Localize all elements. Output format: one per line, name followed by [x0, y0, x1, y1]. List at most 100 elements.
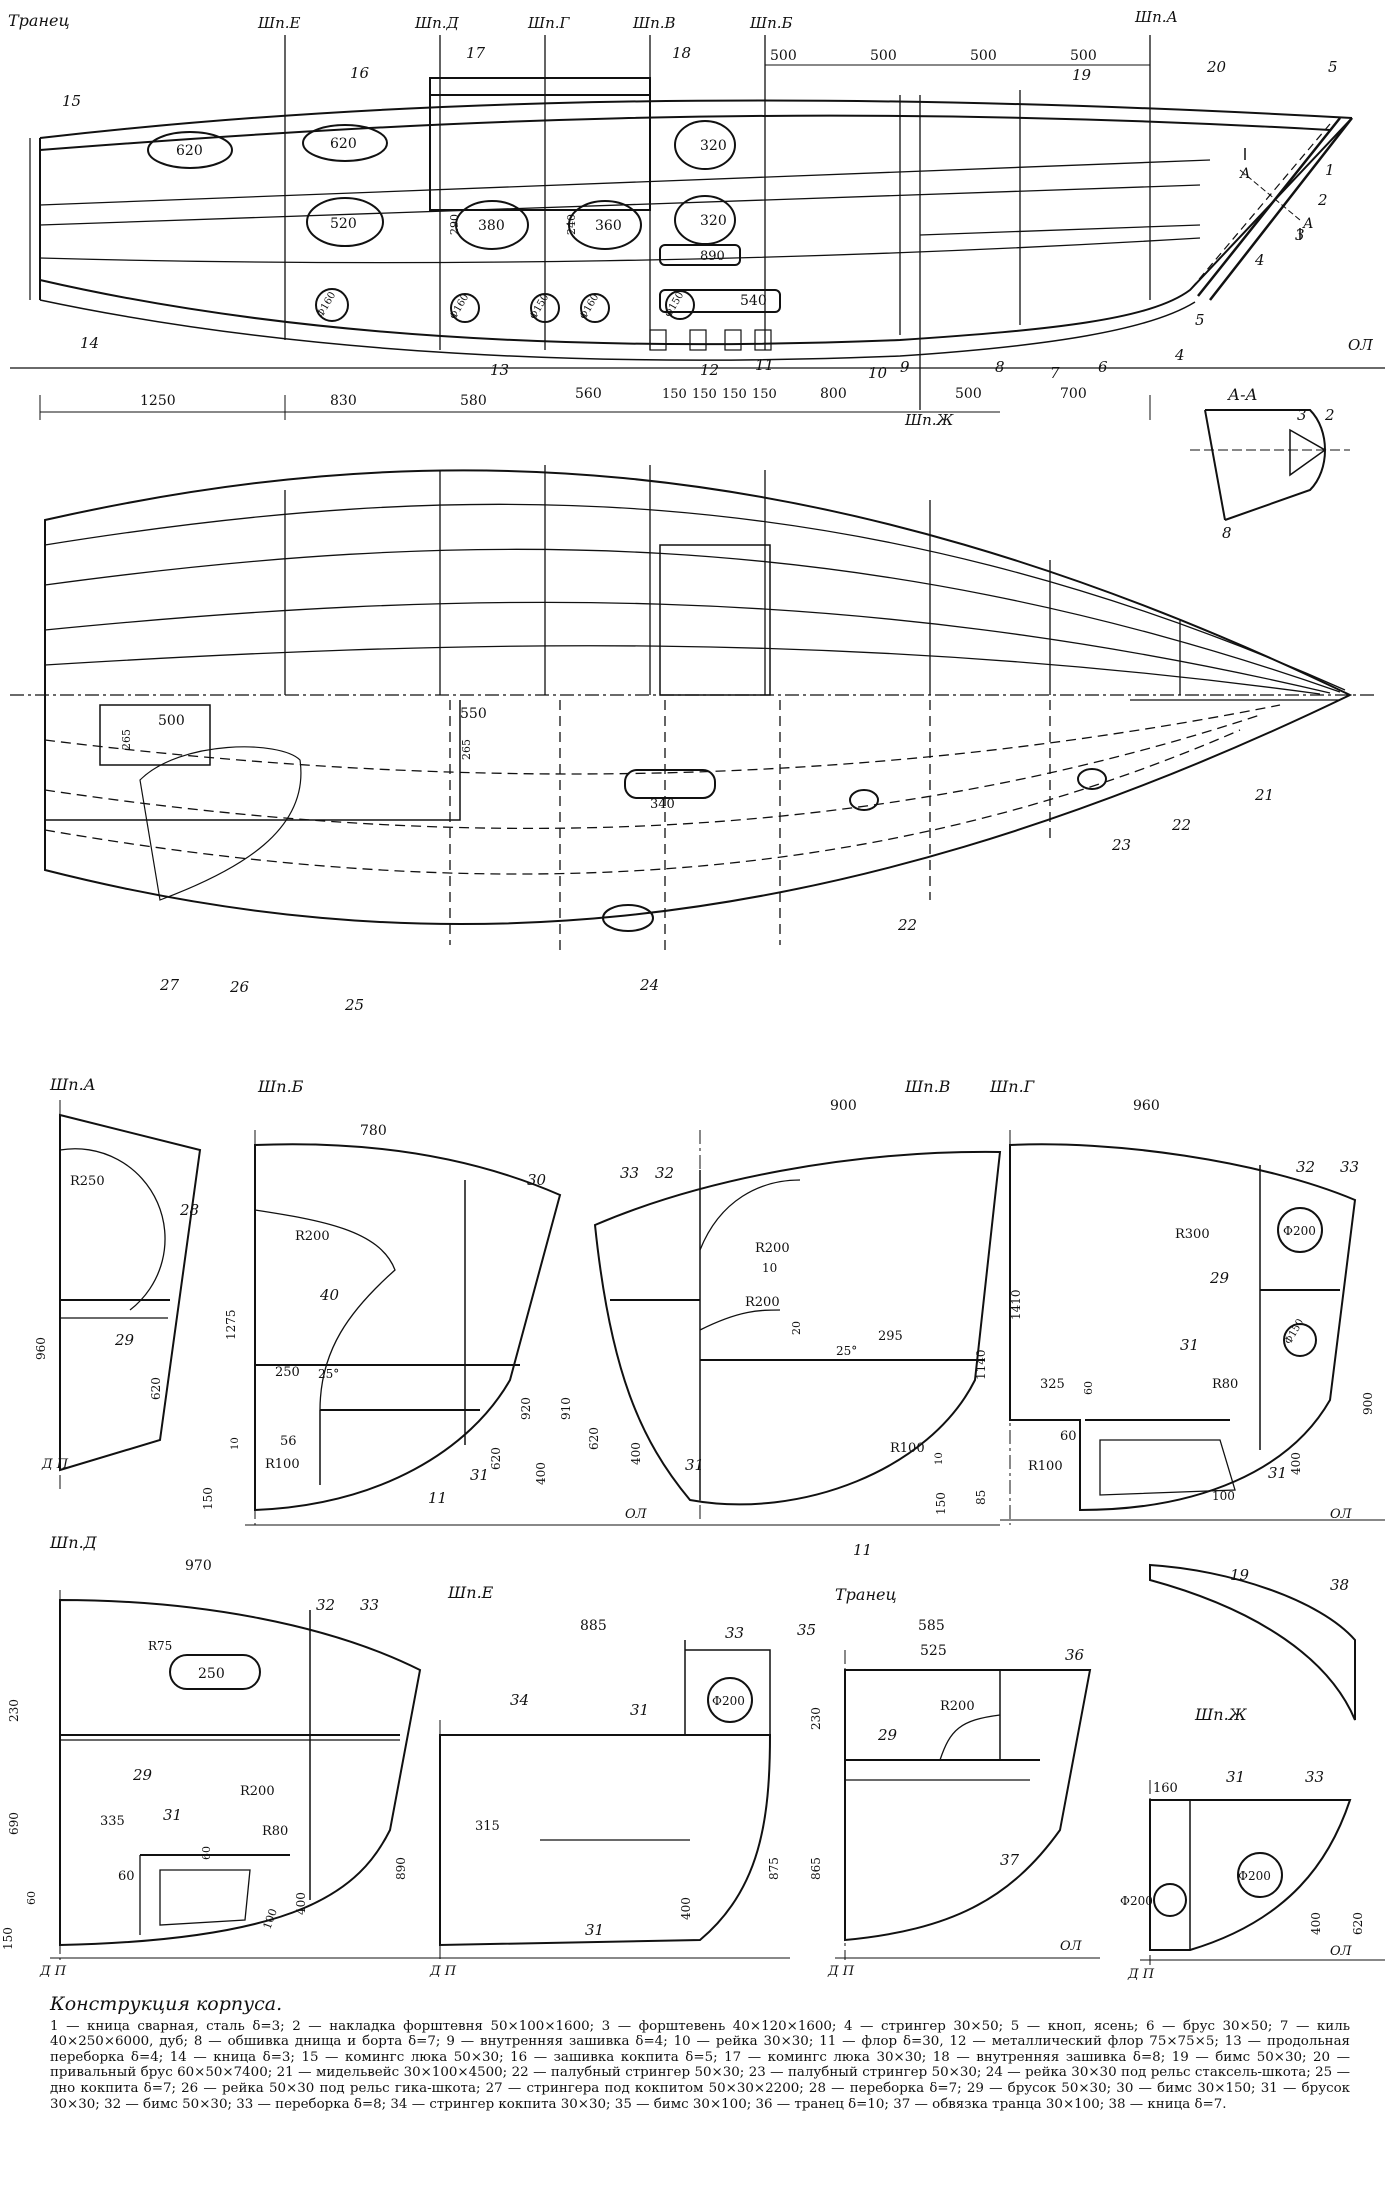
shp-d-100: 100 — [261, 1907, 280, 1931]
section-aa-part-3: 3 — [1297, 406, 1307, 424]
hatch-dim-540: 540 — [740, 293, 767, 309]
profile-transom-label: Транец — [8, 11, 70, 30]
shp-g-r300: R300 — [1175, 1227, 1210, 1242]
shp-zh-f200a: Ф200 — [1238, 1869, 1271, 1883]
plan-dim-265b: 265 — [460, 739, 473, 760]
shp-d-60b: 60 — [118, 1869, 135, 1884]
shp-b-r200: R200 — [295, 1229, 330, 1244]
frame-label-d: Шп.Д — [414, 14, 460, 32]
shp-zh-160: 160 — [1153, 1781, 1178, 1796]
shp-b-25deg: 25° — [318, 1367, 339, 1381]
shp-zh-400: 400 — [1309, 1912, 1323, 1935]
shp-zh-title: Шп.Ж — [1194, 1705, 1248, 1724]
shp-v-295: 295 — [878, 1329, 903, 1344]
profile-sheer-line — [39, 99, 1353, 139]
section-tranec — [835, 1650, 1100, 1960]
plan-part-23: 23 — [1111, 836, 1131, 854]
shp-g-part-31a: 31 — [1180, 1336, 1199, 1354]
shp-g-part-32: 32 — [1296, 1158, 1315, 1176]
shp-e-315: 315 — [475, 1819, 500, 1834]
frame-label-g: Шп.Г — [527, 14, 571, 32]
shp-zh-part-33: 33 — [1305, 1768, 1324, 1786]
shp-e-f200: Ф200 — [712, 1694, 745, 1708]
shp-a-part-29: 29 — [114, 1331, 135, 1349]
figure-caption: Конструкция корпуса. 1 — кница сварная, … — [50, 1995, 1350, 2112]
hatch-dim-320b: 320 — [700, 213, 727, 229]
tranec-dp: Д П — [827, 1964, 855, 1979]
section-shp-e — [430, 1640, 790, 1960]
top-dim-4: 500 — [1070, 48, 1097, 64]
shp-b-400: 400 — [534, 1462, 548, 1485]
profile-keel-line — [39, 117, 1353, 346]
shp-g-f200: Ф200 — [1283, 1224, 1316, 1238]
hatch-dim-520: 520 — [330, 216, 357, 232]
plan-part-25: 25 — [344, 996, 364, 1014]
plan-part-26: 26 — [229, 978, 250, 996]
shp-b-part-31: 31 — [470, 1466, 489, 1484]
shp-b-920: 920 — [519, 1397, 533, 1420]
tranec-r200: R200 — [940, 1699, 975, 1714]
part-3: 3 — [1295, 226, 1305, 244]
shp-zh-f200b: Ф200 — [1120, 1894, 1153, 1908]
part-14: 14 — [80, 334, 99, 352]
part-4-b: 4 — [1174, 346, 1185, 364]
shp-d-r80: R80 — [262, 1824, 288, 1839]
shp-d-60c: 60 — [25, 1891, 38, 1905]
bottom-dim-700: 700 — [1060, 386, 1087, 402]
shp-b-250: 250 — [275, 1365, 300, 1380]
shp-b-10: 10 — [230, 1437, 241, 1450]
top-dim-1: 500 — [770, 48, 797, 64]
section-shp-zh — [1140, 1780, 1385, 1965]
shp-e-part-34: 34 — [510, 1691, 529, 1709]
shp-a-part-28: 28 — [179, 1201, 199, 1219]
frame-label-v: Шп.В — [632, 14, 676, 32]
plan-dim-550: 550 — [460, 706, 487, 722]
shp-v-1140: 1140 — [974, 1349, 988, 1380]
bottom-dim-150c: 150 — [722, 387, 747, 402]
shp-g-400: 400 — [1289, 1452, 1303, 1475]
plan-view — [10, 465, 1375, 950]
shp-zh-part-31: 31 — [1226, 1768, 1245, 1786]
shp-g-part-31b: 31 — [1268, 1464, 1287, 1482]
shp-v-400: 400 — [629, 1442, 643, 1465]
shp-v-part-33: 33 — [620, 1164, 639, 1182]
shp-a-dp: Д П — [41, 1457, 69, 1472]
shp-g-100: 100 — [1212, 1489, 1235, 1503]
bottom-dim-150d: 150 — [752, 387, 777, 402]
plan-deck-outline — [44, 469, 1353, 926]
part-18: 18 — [672, 44, 691, 62]
tranec-865: 865 — [809, 1857, 823, 1880]
shp-d-part-32: 32 — [316, 1596, 335, 1614]
hatch-dim-290: 290 — [448, 214, 461, 235]
hatch-dim-380: 380 — [478, 218, 505, 234]
shp-e-dp: Д П — [429, 1964, 457, 1979]
top-dim-2: 500 — [870, 48, 897, 64]
section-shp-b — [245, 1130, 590, 1526]
shp-d-r200: R200 — [240, 1784, 275, 1799]
bottom-dim-500: 500 — [955, 386, 982, 402]
shp-v-900: 900 — [830, 1098, 857, 1114]
part-6: 6 — [1098, 358, 1108, 376]
tranec-230: 230 — [809, 1707, 823, 1730]
shp-d-970: 970 — [185, 1558, 212, 1574]
part-13: 13 — [490, 361, 509, 379]
shp-g-60a: 60 — [1082, 1381, 1095, 1395]
section-mark-a-top: А — [1239, 166, 1251, 182]
shp-b-56: 56 — [280, 1434, 297, 1449]
tranec-part-29: 29 — [877, 1726, 898, 1744]
section-aa-part-8: 8 — [1222, 524, 1232, 542]
shp-zh-part-38: 38 — [1330, 1576, 1349, 1594]
shp-b-title: Шп.Б — [257, 1077, 304, 1096]
plan-dim-340: 340 — [650, 797, 675, 812]
shp-b-part-11: 11 — [428, 1489, 447, 1507]
frame-label-a: Шп.А — [1134, 8, 1178, 26]
plan-dim-265a: 265 — [120, 729, 133, 750]
shp-b-150: 150 — [201, 1487, 215, 1510]
shp-d-part-31: 31 — [163, 1806, 182, 1824]
part-17: 17 — [466, 44, 486, 62]
shp-d-part-29: 29 — [132, 1766, 153, 1784]
part-19: 19 — [1072, 66, 1092, 84]
caption-legend: 1 — кница сварная, сталь δ=3; 2 — наклад… — [50, 2018, 1350, 2112]
part-20: 20 — [1206, 58, 1227, 76]
shp-a-960: 960 — [34, 1337, 48, 1360]
